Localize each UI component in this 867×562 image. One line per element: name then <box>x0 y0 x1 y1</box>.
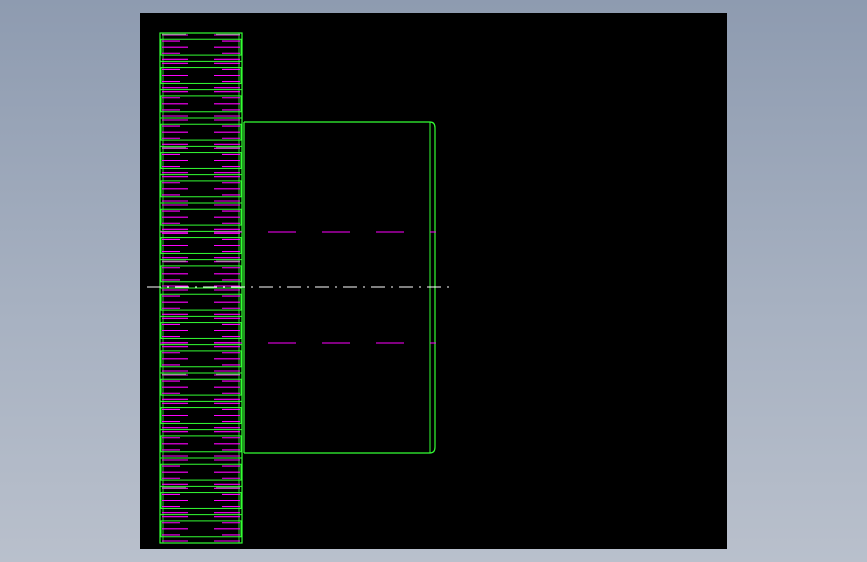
gear-tooth <box>160 350 242 368</box>
gear-tooth <box>160 95 242 113</box>
cad-viewport[interactable] <box>140 13 727 549</box>
cad-drawing <box>147 32 450 544</box>
gear-tooth <box>160 265 242 283</box>
gear-tooth <box>160 520 242 538</box>
gear-tooth <box>160 180 242 198</box>
gear-tooth <box>160 378 242 396</box>
gear-face <box>159 32 243 544</box>
gear-tooth <box>160 293 242 311</box>
gear-tooth <box>160 322 242 339</box>
gear-tooth <box>160 38 242 56</box>
gear-tooth <box>160 492 242 509</box>
gear-tooth <box>160 435 242 453</box>
gear-tooth <box>160 152 242 169</box>
gear-tooth <box>160 208 242 226</box>
gear-tooth <box>160 407 242 424</box>
gear-tooth <box>160 463 242 481</box>
gear-tooth <box>160 123 242 141</box>
gear-tooth <box>160 67 242 84</box>
gear-tooth <box>160 237 242 254</box>
